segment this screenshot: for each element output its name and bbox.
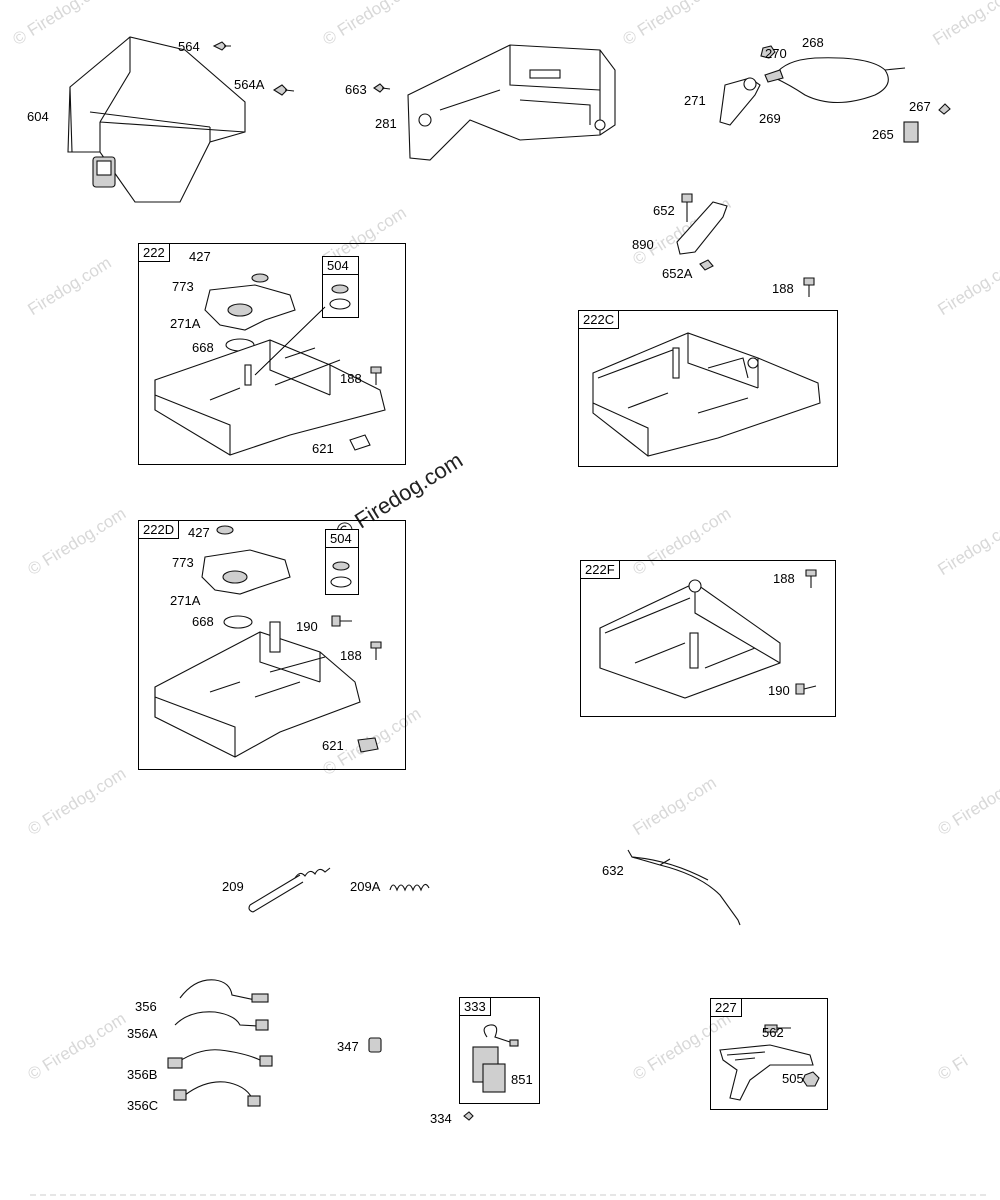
label-222-773: 773 xyxy=(172,279,194,294)
label-227-505: 505 xyxy=(782,1071,804,1086)
label-270: 270 xyxy=(765,46,787,61)
assembly-box-227: 227 xyxy=(710,998,828,1110)
label-268: 268 xyxy=(802,35,824,50)
label-209: 209 xyxy=(222,879,244,894)
page-bottom-edge xyxy=(30,1194,990,1196)
clip-265-drawing xyxy=(903,121,919,143)
bolt-188-top-drawing xyxy=(803,277,815,297)
assembly-tag-222: 222 xyxy=(139,244,170,262)
watermark-text: Firedog.com xyxy=(929,0,1000,50)
washer-504-d-drawing xyxy=(330,561,352,588)
assembly-box-222f: 222F xyxy=(580,560,836,717)
screw-334-drawing xyxy=(463,1111,474,1121)
subassembly-box-504-d: 504 xyxy=(325,529,359,595)
label-632: 632 xyxy=(602,863,624,878)
watermark-text: Firedog.com xyxy=(629,772,720,840)
label-209a: 209A xyxy=(350,879,381,894)
screw-564a-drawing xyxy=(272,84,295,96)
assembly-tag-227: 227 xyxy=(711,999,742,1017)
label-347: 347 xyxy=(337,1039,359,1054)
assembly-tag-222c: 222C xyxy=(579,311,620,329)
watermark-text: © Firedog.com xyxy=(934,763,1000,840)
bracket-890-drawing xyxy=(676,193,728,271)
label-652: 652 xyxy=(653,203,675,218)
assembly-box-222c: 222C xyxy=(578,310,838,467)
screw-564-drawing xyxy=(212,41,231,51)
connector-347-drawing xyxy=(368,1037,382,1053)
label-890: 890 xyxy=(632,237,654,252)
label-564a: 564A xyxy=(234,77,265,92)
bolt-190-f-drawing xyxy=(795,683,817,695)
assembly-box-222d: 222D 504 xyxy=(138,520,406,770)
label-222f-188: 188 xyxy=(773,571,795,586)
watermark-text: © Firedog.com xyxy=(24,763,130,840)
screw-267-drawing xyxy=(938,103,951,115)
label-356c: 356C xyxy=(127,1098,159,1113)
watermark-text: Firedog.com xyxy=(934,512,1000,580)
label-222f-190: 190 xyxy=(768,683,790,698)
label-222d-621: 621 xyxy=(322,738,344,753)
label-652a: 652A xyxy=(662,266,693,281)
label-222d-427: 427 xyxy=(188,525,210,540)
control-plate-222f-drawing xyxy=(599,579,781,699)
label-222d-773: 773 xyxy=(172,555,194,570)
label-267: 267 xyxy=(909,99,931,114)
label-222-188: 188 xyxy=(340,371,362,386)
label-356: 356 xyxy=(135,999,157,1014)
subassembly-tag-504-d: 504 xyxy=(326,530,358,548)
watermark-text: Firedog.com xyxy=(934,252,1000,320)
blower-housing-604-drawing xyxy=(67,36,246,203)
watermark-text: © Firedog.com xyxy=(24,1008,130,1085)
throttle-cable-assembly-drawing xyxy=(719,45,906,126)
lever-227-drawing xyxy=(719,1024,820,1101)
control-bracket-281-drawing xyxy=(407,44,616,161)
label-188-top: 188 xyxy=(772,281,794,296)
assembly-box-222: 222 504 xyxy=(138,243,406,465)
subassembly-box-504: 504 xyxy=(322,256,359,318)
governor-spring-209-drawing xyxy=(248,867,331,913)
label-265: 265 xyxy=(872,127,894,142)
label-281: 281 xyxy=(375,116,397,131)
control-plate-222-drawing xyxy=(154,273,386,456)
label-222d-668: 668 xyxy=(192,614,214,629)
bolt-190-d-drawing xyxy=(331,615,352,627)
label-222-427: 427 xyxy=(189,249,211,264)
assembly-tag-222d: 222D xyxy=(139,521,180,539)
assembly-box-333: 333 xyxy=(459,997,540,1104)
control-plate-222d-drawing xyxy=(154,525,361,758)
label-269: 269 xyxy=(759,111,781,126)
label-333-851: 851 xyxy=(511,1072,533,1087)
label-222d-190: 190 xyxy=(296,619,318,634)
label-356a: 356A xyxy=(127,1026,158,1041)
spring-209a-drawing xyxy=(389,883,430,892)
label-564: 564 xyxy=(178,39,200,54)
assembly-tag-333: 333 xyxy=(460,998,491,1016)
watermark-text: Firedog.com xyxy=(24,252,115,320)
label-271: 271 xyxy=(684,93,706,108)
assembly-tag-222f: 222F xyxy=(581,561,620,579)
bolt-188-f-drawing xyxy=(805,569,817,588)
label-356b: 356B xyxy=(127,1067,158,1082)
ground-wires-356-drawing xyxy=(167,979,273,1107)
bolt-188-d-drawing xyxy=(370,641,382,660)
label-222-668: 668 xyxy=(192,340,214,355)
washer-504-drawing xyxy=(329,284,351,310)
watermark-text: © Firedog.com xyxy=(24,503,130,580)
label-222-621: 621 xyxy=(312,441,334,456)
label-227-562: 562 xyxy=(762,1025,784,1040)
bolt-188-a222-drawing xyxy=(370,366,382,385)
control-plate-222c-drawing xyxy=(592,332,821,457)
screw-663-drawing xyxy=(373,83,391,93)
link-632-drawing xyxy=(627,849,741,926)
label-604: 604 xyxy=(27,109,49,124)
watermark-text: © Fi xyxy=(934,1051,972,1085)
clip-621-d-drawing xyxy=(357,737,379,753)
label-222-271a: 271A xyxy=(170,316,201,331)
label-334: 334 xyxy=(430,1111,452,1126)
subassembly-tag-504: 504 xyxy=(323,257,358,275)
armature-333-drawing xyxy=(472,1024,519,1093)
label-222d-188: 188 xyxy=(340,648,362,663)
label-222d-271a: 271A xyxy=(170,593,201,608)
label-663: 663 xyxy=(345,82,367,97)
